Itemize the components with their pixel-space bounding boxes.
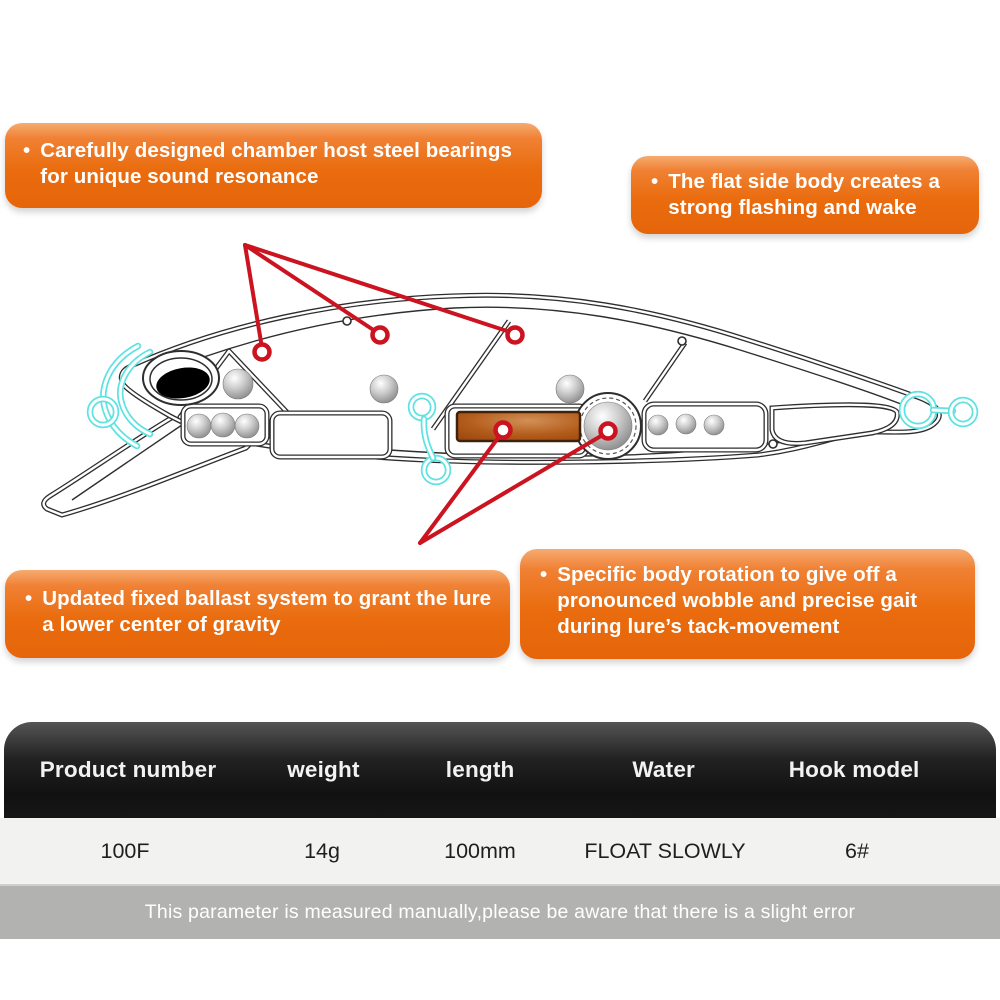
callout-fixed-ballast: • Updated fixed ballast system to grant … — [5, 570, 510, 658]
bullet-icon: • — [23, 139, 31, 162]
value-weight: 14g — [304, 838, 340, 863]
annotation-lines — [243, 243, 608, 545]
spec-table-row: 100F 14g 100mm FLOAT SLOWLY 6# — [0, 818, 1000, 886]
value-product-number: 100F — [100, 838, 150, 863]
callout-text: Specific body rotation to give off a pro… — [557, 563, 918, 638]
marker-center-ball — [598, 421, 618, 441]
marker-bearing-3 — [505, 325, 525, 345]
header-product-number: Product number — [39, 757, 217, 782]
marker-bearing-1 — [252, 342, 272, 362]
disclaimer-text: This parameter is measured manually,plea… — [144, 901, 856, 923]
measurement-disclaimer: This parameter is measured manually,plea… — [0, 886, 1000, 939]
lure-eye — [142, 350, 220, 406]
header-hook-model: Hook model — [788, 757, 920, 782]
value-water: FLOAT SLOWLY — [584, 838, 746, 863]
value-length: 100mm — [444, 838, 516, 863]
header-water: Water — [632, 757, 695, 782]
fixed-ballast-weight — [455, 410, 582, 443]
spec-table-header: Product number weight length Water Hook … — [4, 722, 996, 818]
nose-line-tie-icon — [86, 342, 154, 450]
bullet-icon: • — [651, 170, 659, 193]
marker-bearing-2 — [370, 325, 390, 345]
header-length: length — [445, 757, 515, 782]
value-hook-model: 6# — [845, 838, 869, 863]
header-weight: weight — [287, 757, 360, 782]
callout-text: Carefully designed chamber host steel be… — [40, 139, 512, 188]
bullet-icon: • — [25, 587, 33, 610]
belly-hook-hanger-icon — [407, 392, 452, 486]
hardware-cyan — [86, 342, 979, 486]
callout-text: The flat side body creates a strong flas… — [668, 170, 940, 219]
annotation-markers — [252, 325, 618, 441]
callout-text: Updated fixed ballast system to grant th… — [42, 587, 492, 636]
callout-body-rotation: • Specific body rotation to give off a p… — [520, 549, 975, 659]
tail-hook-hanger-icon — [898, 390, 979, 430]
marker-ballast — [493, 420, 513, 440]
callout-steel-bearings: • Carefully designed chamber host steel … — [5, 123, 542, 208]
callout-flat-side-body: • The flat side body creates a strong fl… — [631, 156, 979, 234]
bullet-icon: • — [540, 563, 548, 586]
